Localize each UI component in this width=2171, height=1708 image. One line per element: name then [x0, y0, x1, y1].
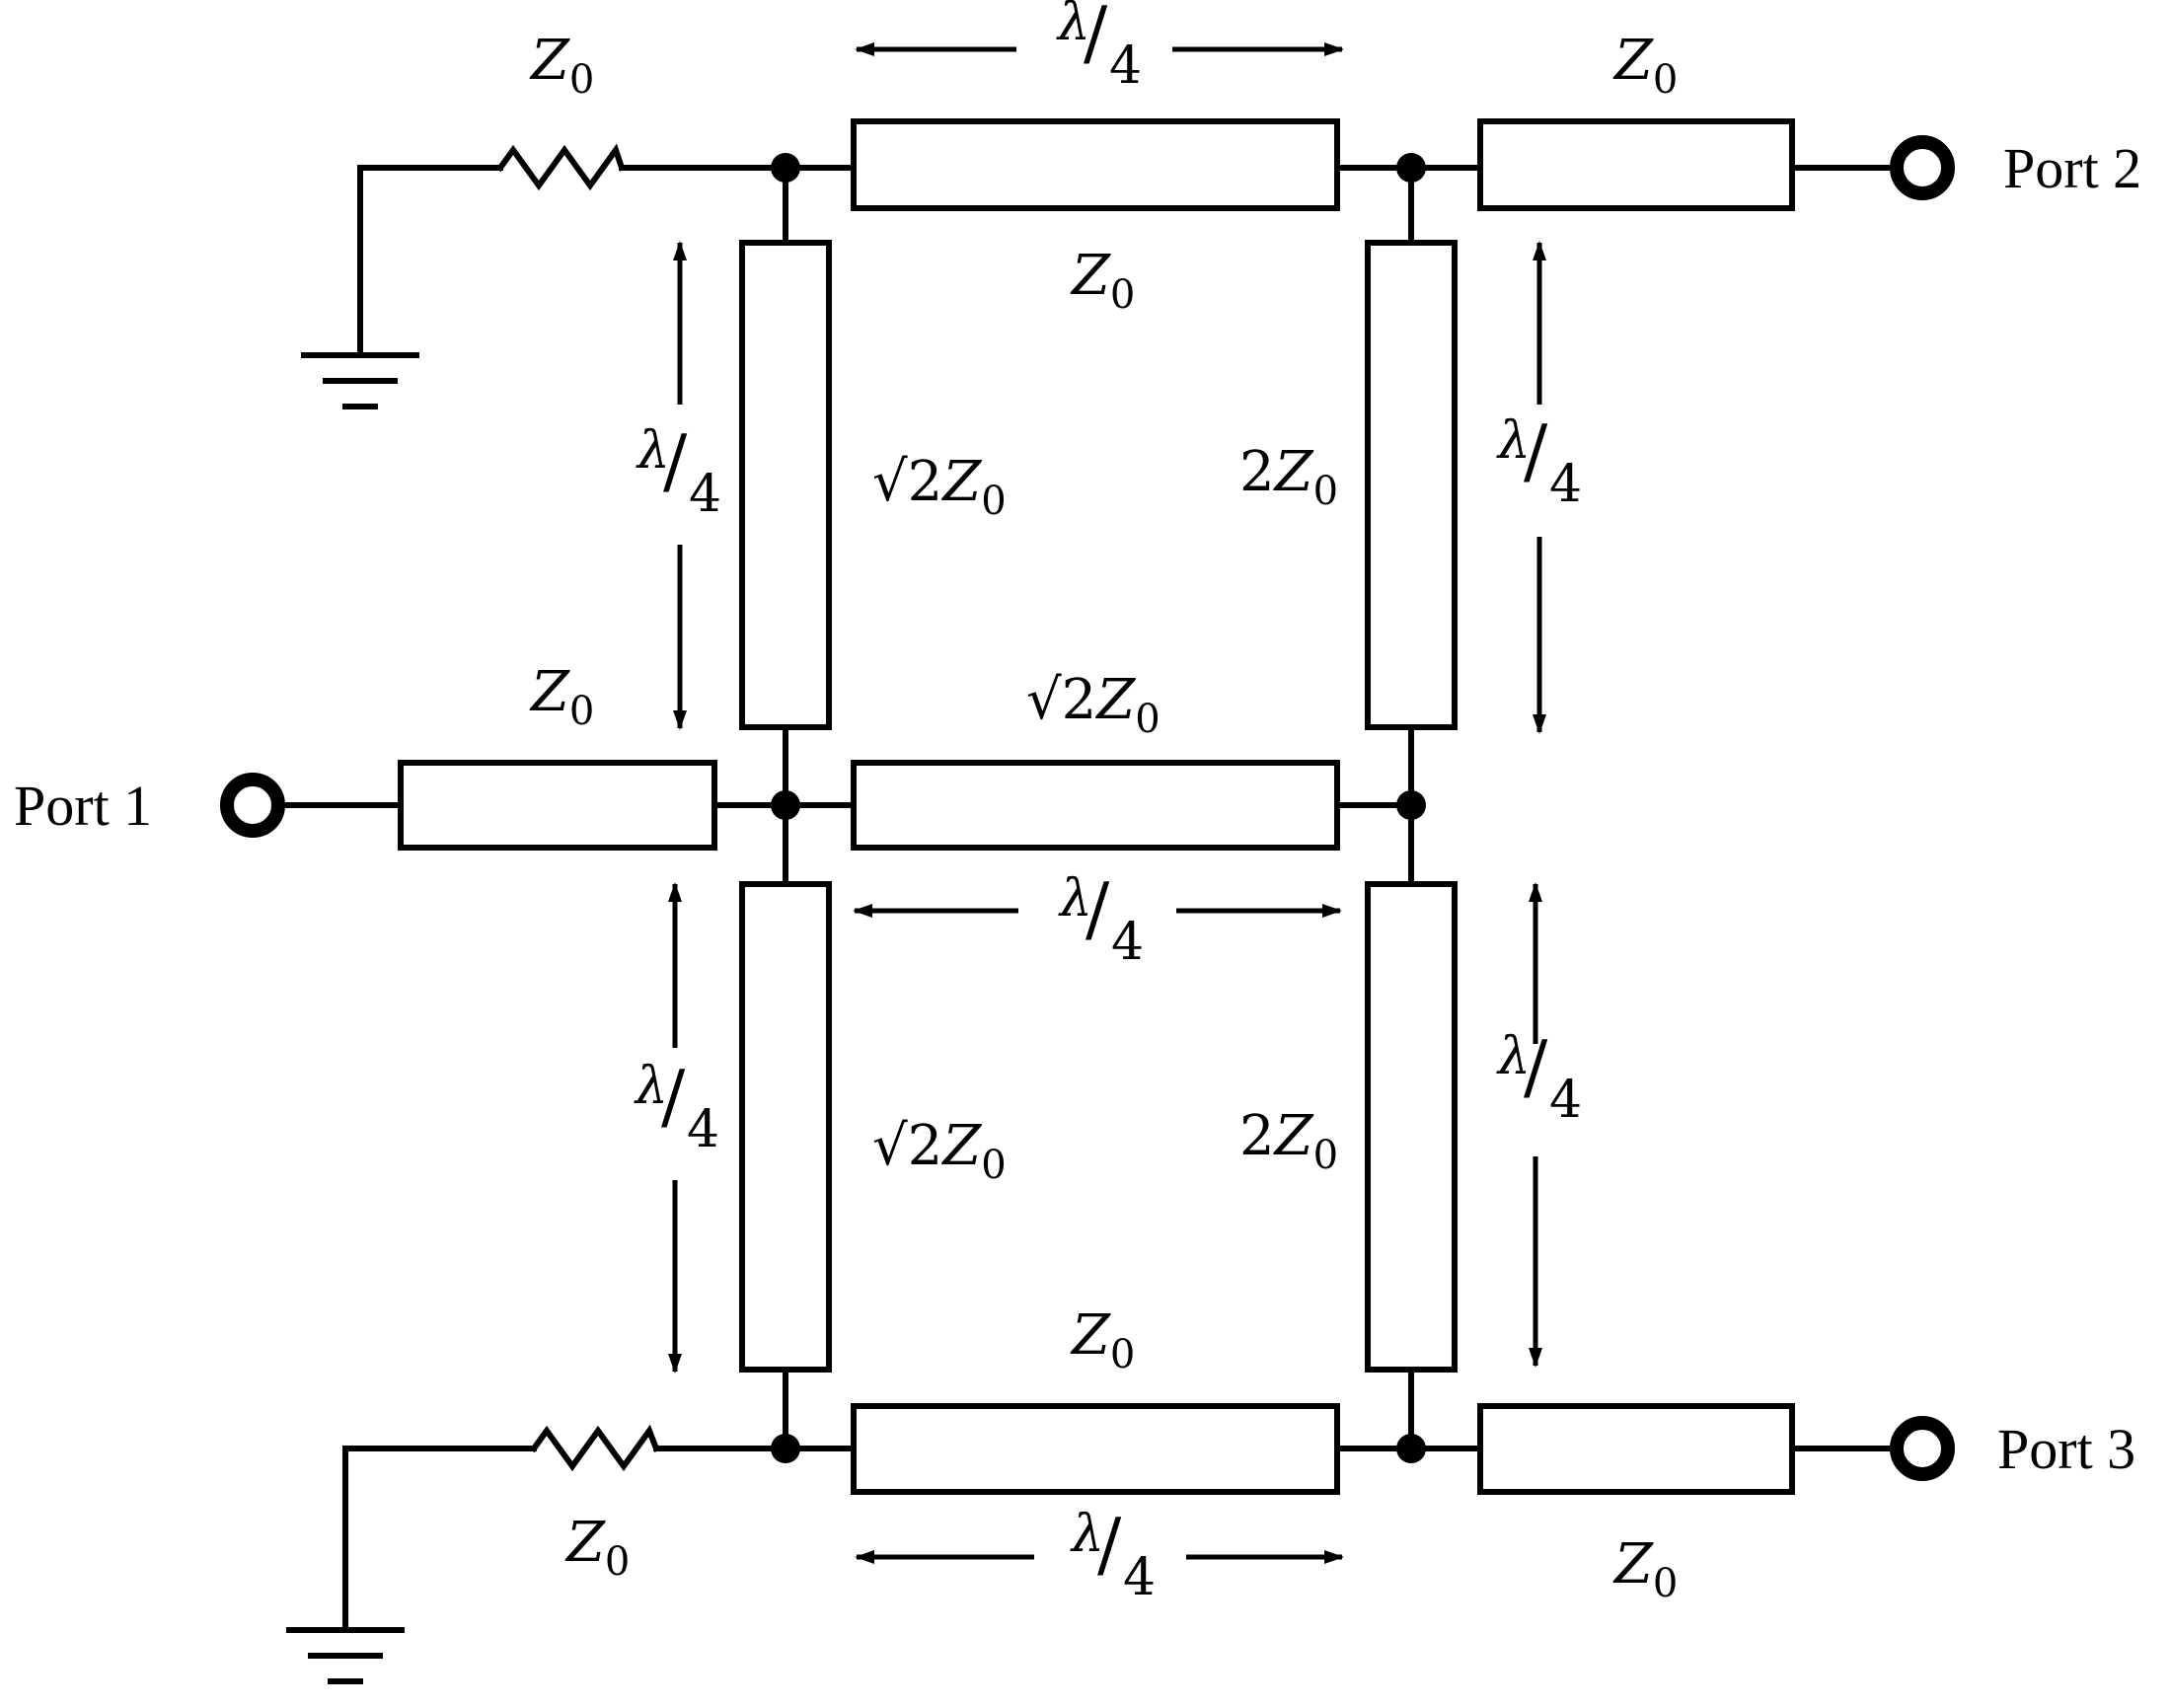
svg-text:/: /: [661, 1055, 686, 1138]
quarter-wave-label: λ / 4: [636, 419, 721, 524]
port3-terminal-icon: [1890, 1416, 1955, 1481]
label-bottom-through-line: Z0: [1070, 1303, 1135, 1377]
svg-text:4: 4: [687, 1100, 719, 1159]
bottom-resistor: [529, 1424, 660, 1472]
svg-text:4: 4: [689, 465, 721, 524]
quarter-wave-label: λ / 4: [1058, 867, 1144, 972]
label-middle-through-line: √2Z0: [1026, 668, 1160, 742]
quarter-wave-labels: λ / 4 λ / 4 λ / 4 λ / 4 λ / 4 λ / 4: [634, 0, 1582, 1607]
quarter-wave-label: λ / 4: [1056, 0, 1142, 96]
quarter-wave-label: λ / 4: [1496, 1025, 1582, 1130]
port1-terminal-icon: [220, 773, 285, 838]
svg-text:λ: λ: [1496, 1027, 1531, 1086]
label-bottom-resistor: Z0: [564, 1511, 630, 1585]
junction-node: [1396, 153, 1426, 183]
svg-text:λ: λ: [1056, 0, 1090, 52]
tline-port3: [1477, 1403, 1795, 1495]
svg-text:/: /: [1097, 1503, 1122, 1586]
svg-text:4: 4: [1123, 1548, 1156, 1607]
impedance-labels: Z0 Z0 Z0 √2Z0 2Z0 Z0 √2Z0 √2Z0 2Z0 Z0 Z0…: [529, 29, 1678, 1606]
wire-top-ground-lead: [357, 165, 503, 355]
tline-right-lower-branch: [1365, 881, 1458, 1373]
label-left-lower-branch: √2Z0: [872, 1114, 1007, 1188]
label-port2-line: Z0: [1612, 29, 1678, 103]
quarter-wave-label: λ / 4: [1070, 1503, 1156, 1607]
junction-node: [771, 790, 800, 820]
dimension-arrows: [668, 42, 1546, 1564]
svg-text:λ: λ: [1496, 411, 1531, 471]
quarter-wave-label: λ / 4: [634, 1055, 719, 1159]
label-left-upper-branch: √2Z0: [872, 450, 1007, 524]
junction-node: [1396, 1434, 1426, 1463]
port2-label: Port 2: [2003, 136, 2141, 200]
tline-left-upper-branch: [739, 240, 832, 730]
label-top-resistor: Z0: [529, 29, 594, 103]
tline-left-lower-branch: [739, 881, 832, 1373]
junction-node: [771, 153, 800, 183]
label-right-lower-branch: 2Z0: [1239, 1104, 1338, 1178]
svg-text:/: /: [1086, 867, 1110, 950]
top-ground-icon: [301, 352, 419, 409]
tline-right-upper-branch: [1365, 240, 1458, 730]
svg-text:4: 4: [1549, 455, 1582, 514]
port1-label: Port 1: [14, 774, 152, 838]
svg-text:4: 4: [1109, 37, 1142, 96]
svg-text:/: /: [1084, 0, 1108, 74]
svg-text:λ: λ: [1070, 1505, 1104, 1564]
tline-bottom-through: [851, 1403, 1340, 1495]
svg-text:/: /: [663, 419, 688, 502]
tline-port1: [398, 760, 717, 851]
svg-text:4: 4: [1549, 1071, 1582, 1130]
svg-text:λ: λ: [634, 1057, 668, 1116]
tline-port2: [1477, 118, 1795, 211]
junction-node: [1396, 790, 1426, 820]
wire-bottom-ground-lead: [342, 1446, 537, 1631]
tline-middle-through: [851, 760, 1340, 851]
bottom-ground-icon: [286, 1627, 405, 1684]
svg-text:λ: λ: [1058, 869, 1092, 928]
junction-node: [771, 1434, 800, 1463]
quarter-wave-label: λ / 4: [1496, 409, 1582, 514]
svg-text:/: /: [1524, 409, 1548, 492]
label-right-upper-branch: 2Z0: [1239, 440, 1338, 514]
svg-text:4: 4: [1111, 913, 1144, 972]
svg-text:/: /: [1524, 1025, 1548, 1108]
label-port3-line: Z0: [1612, 1532, 1678, 1606]
label-top-through-line: Z0: [1070, 244, 1135, 318]
port2-terminal-icon: [1890, 135, 1955, 200]
tline-top-through: [851, 118, 1340, 211]
svg-text:λ: λ: [636, 421, 670, 481]
label-port1-line: Z0: [529, 660, 594, 734]
top-resistor: [495, 143, 626, 191]
port3-label: Port 3: [1997, 1417, 2135, 1481]
